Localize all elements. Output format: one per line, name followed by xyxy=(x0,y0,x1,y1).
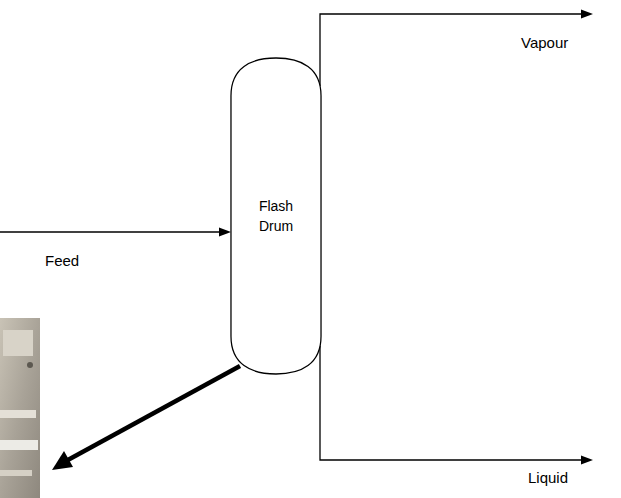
vapour-line xyxy=(320,14,583,86)
pointer-arrow xyxy=(52,366,240,470)
liquid-arrowhead xyxy=(581,456,593,465)
photo-edge xyxy=(0,440,38,450)
vessel-outline xyxy=(230,57,322,375)
stream-lines xyxy=(0,14,583,460)
photo-fragment xyxy=(0,318,40,498)
liquid-line xyxy=(320,346,583,460)
arrowheads xyxy=(219,10,593,465)
flash-drum: Flash Drum xyxy=(230,57,322,375)
photo-edge xyxy=(0,410,36,418)
feed-arrowhead xyxy=(219,228,231,237)
stream-label: Liquid xyxy=(527,469,569,487)
feed-line xyxy=(0,231,222,232)
photo-bolt xyxy=(27,362,33,368)
photo-panel xyxy=(3,330,33,356)
stream-label: Feed xyxy=(44,252,80,270)
vapour-arrowhead xyxy=(581,10,593,19)
pointer-shaft xyxy=(66,366,240,461)
vessel-path xyxy=(231,58,321,374)
photo-ground xyxy=(0,318,40,498)
vessel-name: Flash Drum xyxy=(250,196,302,237)
stream-label: Vapour xyxy=(520,34,569,52)
pointer-head xyxy=(52,451,73,470)
photo-edge xyxy=(0,470,32,476)
